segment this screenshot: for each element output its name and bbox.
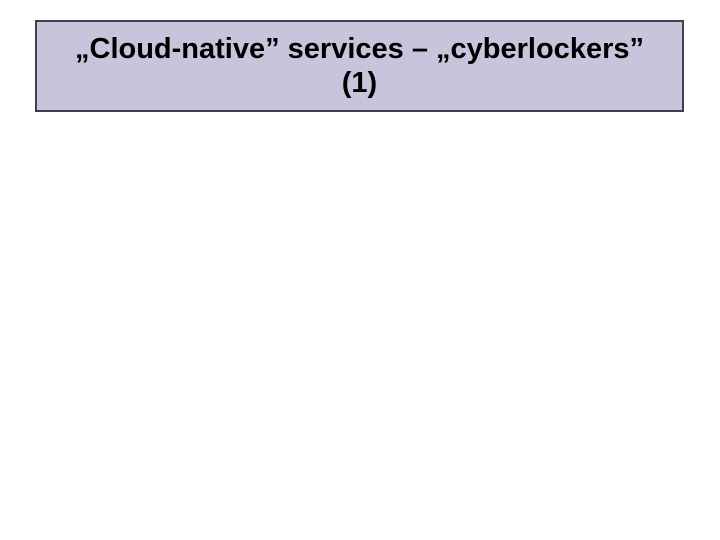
slide-title-line-1: „Cloud-native” services – „cyberlockers”: [75, 33, 644, 65]
slide-title-line-2: (1): [341, 67, 378, 99]
slide-title-box: „Cloud-native” services – „cyberlockers”…: [35, 20, 684, 112]
